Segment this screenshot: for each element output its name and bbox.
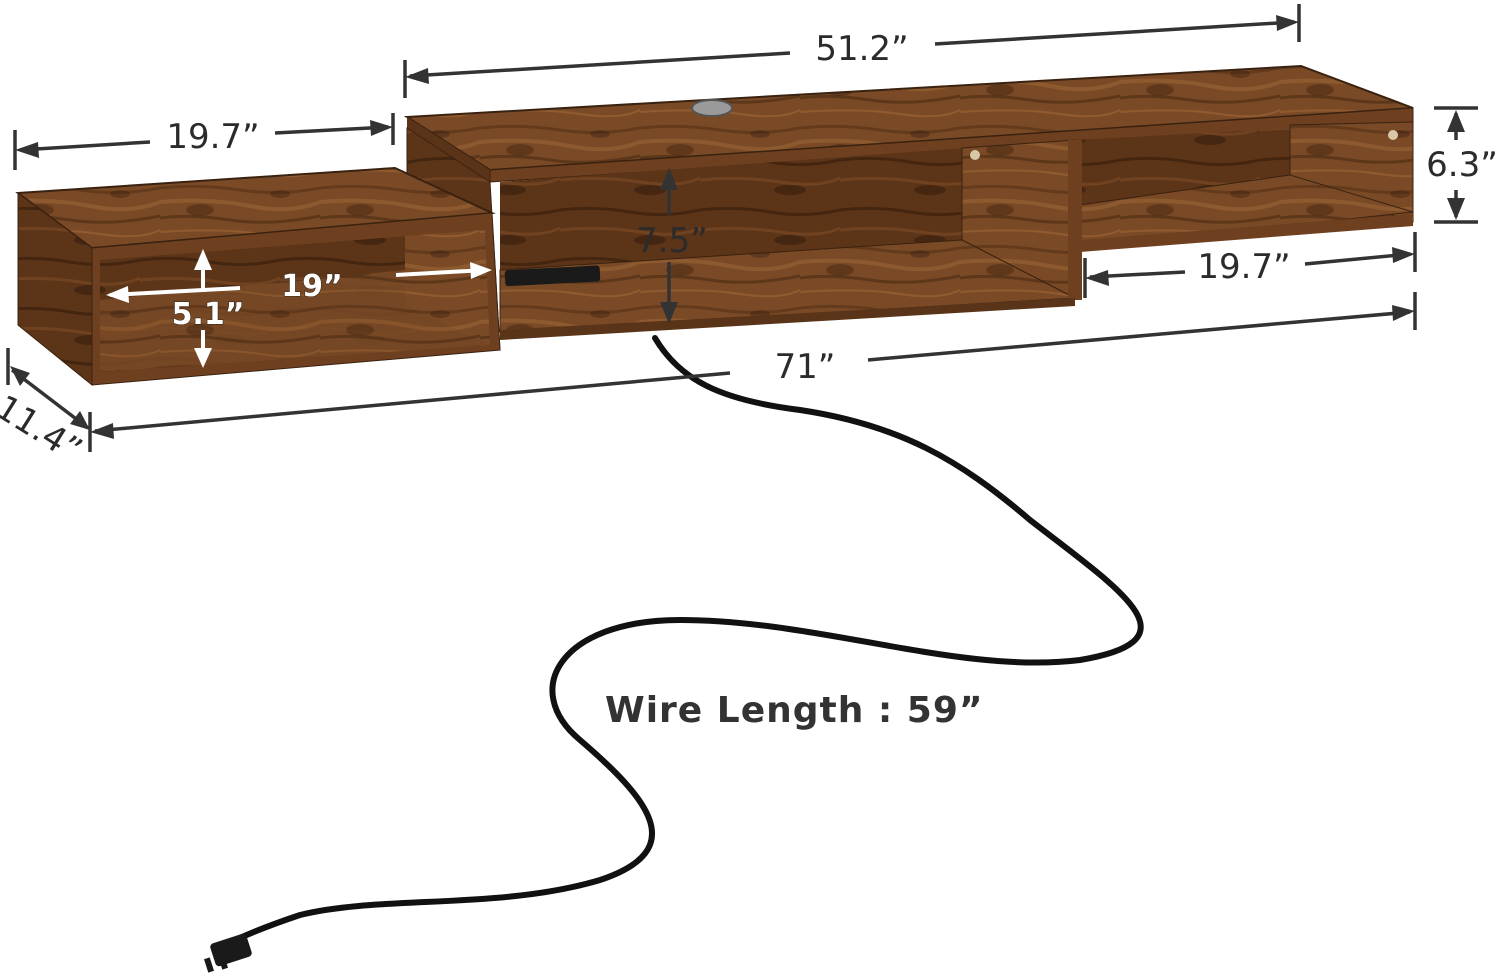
wireless-charger	[691, 99, 733, 117]
dimension-right-width: 19.7”	[1083, 232, 1417, 298]
right-cubby-front-edge	[1080, 214, 1413, 252]
power-cable	[222, 335, 1144, 948]
lower-cubby-inner-side	[405, 230, 490, 345]
dim-label-inner-width: 19”	[281, 269, 342, 304]
floating-shelf	[15, 64, 1414, 387]
cable-hole-left	[970, 150, 980, 160]
dim-label-left: 19.7”	[166, 117, 259, 157]
dimension-right-height: 6.3”	[1426, 106, 1498, 224]
dimension-inner-cubby: 19” 5.1”	[106, 249, 492, 368]
dim-label-total: 71”	[775, 347, 836, 387]
wire-length-label: Wire Length : 59”	[605, 690, 984, 731]
dimension-top-length: 51.2”	[403, 4, 1301, 98]
right-cubby-left-wall	[1068, 140, 1082, 300]
upper-unit-front-face	[407, 117, 490, 182]
dim-label-right-width: 19.7”	[1197, 247, 1290, 287]
dim-label-right-height: 6.3”	[1426, 145, 1498, 185]
dim-label-top: 51.2”	[815, 29, 908, 69]
dimension-total-length: 71”	[88, 292, 1417, 452]
dim-label-depth: 11.4”	[0, 387, 89, 470]
dim-label-center-height: 7.5”	[636, 221, 708, 261]
dim-label-inner-height: 5.1”	[172, 297, 245, 332]
dimension-center-height: 7.5”	[636, 168, 708, 324]
power-strip	[504, 265, 601, 287]
lower-cubby-floor	[100, 270, 490, 372]
cable-hole-right	[1388, 130, 1398, 140]
center-bottom-edge	[500, 298, 1075, 340]
dimension-left-width: 19.7”	[13, 113, 395, 170]
plug-icon	[203, 933, 252, 973]
